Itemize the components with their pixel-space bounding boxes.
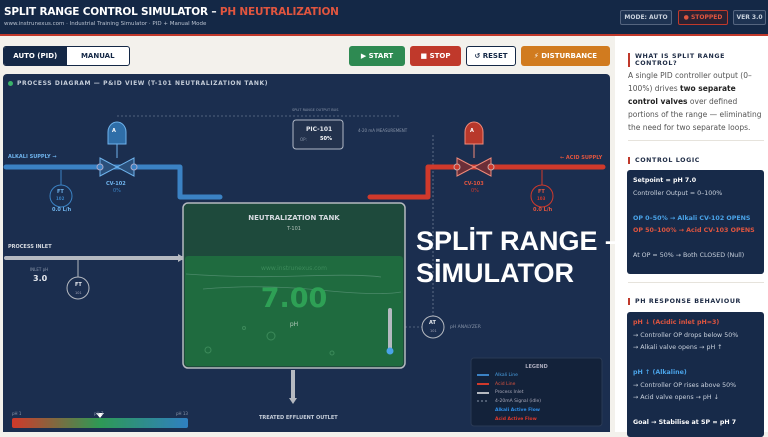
legend-acid-line: Acid Line	[495, 381, 516, 387]
ph-scale-bar	[12, 418, 188, 428]
legend-items: Alkali Line Acid Line Process Inlet 4-20…	[495, 372, 541, 424]
pic-101-tag: PIC-101	[306, 126, 333, 133]
overlay-title: SPLİT RANGE –SİMULATOR	[416, 225, 620, 289]
ft-102-id: 102	[56, 196, 65, 201]
measurement-label: 4-20 mA MEASUREMENT	[358, 128, 408, 133]
status-dot-icon	[8, 81, 13, 86]
ft-102-instrument	[49, 184, 73, 208]
diagram-title: PROCESS DIAGRAM — P&ID VIEW (T-101 NEUTR…	[17, 80, 269, 87]
legend-acid-active: Acid Active Flow	[495, 416, 537, 422]
version-badge: VER 3.0	[733, 10, 766, 25]
ft-101-id: 101	[75, 291, 82, 295]
legend-process-inlet: Process Inlet	[495, 390, 524, 396]
ft-103-instrument	[530, 184, 554, 208]
at-101-tag: AT	[429, 320, 436, 326]
inlet-ph-label: INLET pH	[30, 267, 49, 272]
outlet-label: TREATED EFFLUENT OUTLET	[259, 415, 338, 421]
legend-box	[470, 357, 603, 427]
mode-toggle: AUTO (PID) MANUAL	[3, 46, 130, 66]
acid-supply-label: ← ACID SUPPLY	[560, 155, 603, 161]
pic-op-label: OP:	[300, 137, 307, 142]
ph-scale-marker	[96, 413, 104, 418]
process-inlet-label: PROCESS INLET	[8, 244, 52, 250]
ft-102-tag: FT	[57, 189, 64, 195]
ph-response-box: pH ↓ (Acidic inlet pH=3) → Controller OP…	[627, 312, 764, 437]
pic-op-value: 50%	[320, 136, 332, 142]
tank-watermark: www.instrunexus.com	[261, 265, 327, 272]
control-logic-title: CONTROL LOGIC	[628, 157, 700, 164]
legend-alkali-active: Alkali Active Flow	[495, 407, 540, 413]
app-subtitle: www.instrunexus.com · Industrial Trainin…	[4, 21, 207, 27]
what-is-title: WHAT IS SPLIT RANGE CONTROL?	[628, 53, 768, 67]
ph-min-label: pH 1	[12, 411, 22, 416]
ph-mid-label: pH 7	[94, 411, 104, 416]
mode-manual-button[interactable]: MANUAL	[80, 52, 115, 60]
tank-ph-value: 7.00	[260, 283, 328, 314]
tank-ph-unit: pH	[289, 321, 299, 328]
cv-102-tag: CV-102	[106, 181, 126, 187]
analyzer-label: pH ANALYZER	[450, 325, 481, 330]
pic-101-controller	[292, 119, 344, 150]
ph-max-label: pH 13	[176, 411, 188, 416]
control-logic-box: Setpoint = pH 7.0 Controller Output = 0–…	[627, 170, 764, 274]
cv-102-opening: 0%	[113, 188, 121, 194]
tank-tag: T-101	[287, 226, 301, 232]
bus-label: SPLIT RANGE OUTPUT BUS	[292, 108, 339, 112]
disturbance-button[interactable]: ⚡ DISTURBANCE	[521, 46, 610, 66]
ft-103-tag: FT	[538, 189, 545, 195]
cv-103-opening: 0%	[471, 188, 479, 194]
overlay-line-1: SPLİT RANGE –	[416, 226, 621, 256]
ft-101-instrument	[66, 276, 90, 300]
ph-response-title: PH RESPONSE BEHAVIOUR	[628, 298, 741, 305]
stop-button[interactable]: ■ STOP	[410, 46, 461, 66]
tank-title: NEUTRALIZATION TANK	[248, 214, 340, 222]
tank-liquid	[185, 256, 403, 366]
alkali-pipe	[3, 164, 223, 200]
mode-auto-button[interactable]: AUTO (PID)	[4, 47, 67, 65]
level-gauge	[388, 308, 392, 354]
overlay-line-2: SİMULATOR	[416, 258, 574, 288]
cv-103-actuator-label: A	[470, 128, 474, 134]
start-button[interactable]: ▶ START	[349, 46, 405, 66]
cv-103-tag: CV-103	[464, 181, 484, 187]
reset-button[interactable]: ↺ RESET	[466, 46, 516, 66]
at-101-analyzer	[421, 315, 445, 339]
legend-alkali-line: Alkali Line	[495, 373, 518, 378]
at-101-id: 101	[430, 329, 437, 333]
legend-signal: 4-20mA Signal (idle)	[495, 399, 541, 405]
alkali-supply-label: ALKALI SUPPLY →	[8, 154, 57, 160]
cv-103-valve-icon	[453, 121, 495, 177]
ft-102-flow: 0.0 L/h	[52, 207, 72, 213]
cv-102-valve-icon	[96, 121, 138, 177]
ft-103-id: 103	[537, 196, 546, 201]
ft-101-tag: FT	[75, 282, 82, 288]
cv-102-actuator-label: A	[112, 128, 116, 134]
app-title: SPLIT RANGE CONTROL SIMULATOR – PH NEUTR…	[4, 6, 339, 18]
acid-pipe	[367, 164, 606, 200]
legend-title: LEGEND	[525, 364, 548, 370]
what-is-text: A single PID controller output (0–100%) …	[628, 71, 762, 132]
status-badge: ● STOPPED	[678, 10, 728, 25]
mode-badge: MODE: AUTO	[620, 10, 672, 25]
ft-103-flow: 0.0 L/h	[533, 207, 553, 213]
inlet-ph-value: 3.0	[33, 274, 48, 283]
